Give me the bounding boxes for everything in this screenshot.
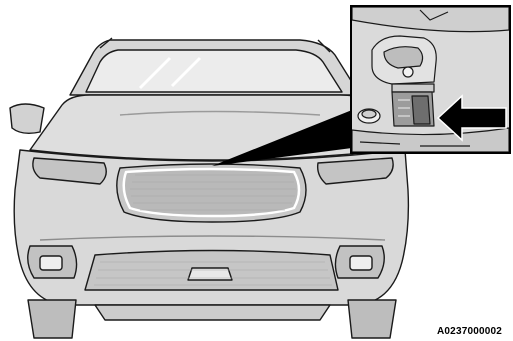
mirror-left bbox=[10, 104, 44, 133]
figure-code: A0237000002 bbox=[437, 326, 502, 337]
inset-detail bbox=[351, 6, 510, 153]
windshield bbox=[86, 50, 342, 92]
tire-right bbox=[348, 300, 396, 338]
tire-left bbox=[28, 300, 76, 338]
